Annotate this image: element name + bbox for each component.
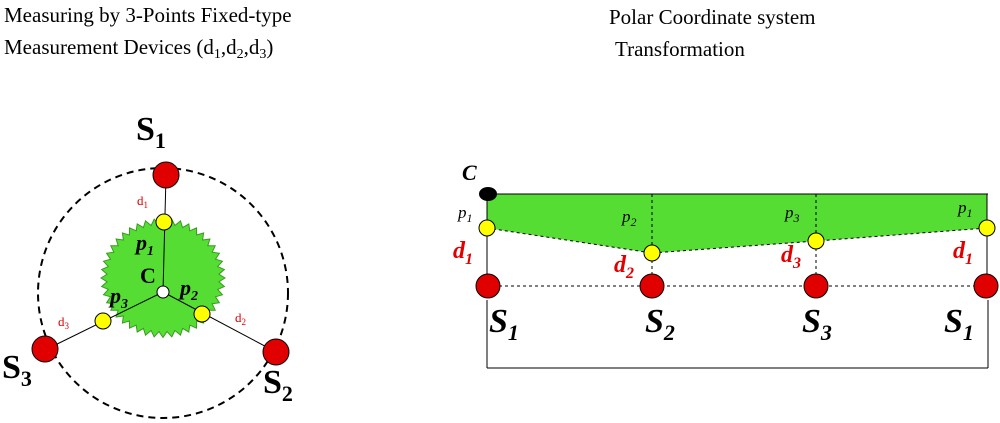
label-s2: S2 [263,364,293,406]
unrolled-profile [487,194,987,253]
center-dot [479,187,497,201]
r-sensor-s1 [475,273,501,299]
right-diagram: C p1 p2 p3 p1 d1 d2 d3 d1 S1 S2 S3 S1 [453,160,999,369]
sensor-s3 [31,335,59,363]
r-label-s1: S1 [489,303,519,345]
r-point-p1-repeat [978,219,996,237]
radial-line-s1 [162,175,167,293]
right-title-line1: Polar Coordinate system [609,5,815,29]
sensor-s2 [262,338,290,366]
r-label-s2: S2 [645,303,675,345]
label-s3: S3 [2,349,32,391]
label-p2: p2 [178,275,198,304]
label-p1: p1 [134,230,154,259]
r-label-d2: d2 [614,252,634,282]
left-title-line1: Measuring by 3-Points Fixed-type [4,3,292,27]
right-title-line2: Transformation [615,37,745,61]
r-sensor-s2 [639,273,665,299]
label-d1: d1 [137,193,148,210]
r-point-p3 [807,232,825,250]
left-title-line2: Measurement Devices (d1,d2,d3) [4,35,273,62]
r-label-d3: d3 [781,242,801,272]
r-sensor-s3 [803,273,829,299]
point-p2 [193,305,211,323]
point-p3 [94,312,112,330]
label-s1: S1 [136,111,166,153]
label-p3: p3 [108,283,128,312]
sensor-s1 [152,161,180,189]
label-center: C [140,263,156,288]
r-label-s1-repeat: S1 [944,303,974,345]
r-label-p3: p3 [784,203,800,225]
left-diagram: S1 S2 S3 d1 d2 d3 p1 p2 p3 C [2,111,293,419]
r-label-center: C [462,160,477,185]
r-label-d1: d1 [453,238,473,268]
label-d3: d3 [58,314,70,331]
center-point [156,285,170,299]
r-label-p2: p2 [621,207,637,229]
radial-line-s2 [162,291,277,353]
r-point-p1 [478,219,496,237]
r-point-p2 [643,244,661,262]
r-label-p1-repeat: p1 [957,198,973,220]
r-label-d1-repeat: d1 [953,238,973,268]
label-d2: d2 [235,310,246,327]
r-label-s3: S3 [802,303,832,345]
r-sensor-s1-repeat [973,273,999,299]
r-label-p1: p1 [457,203,473,225]
point-p1 [155,213,173,231]
